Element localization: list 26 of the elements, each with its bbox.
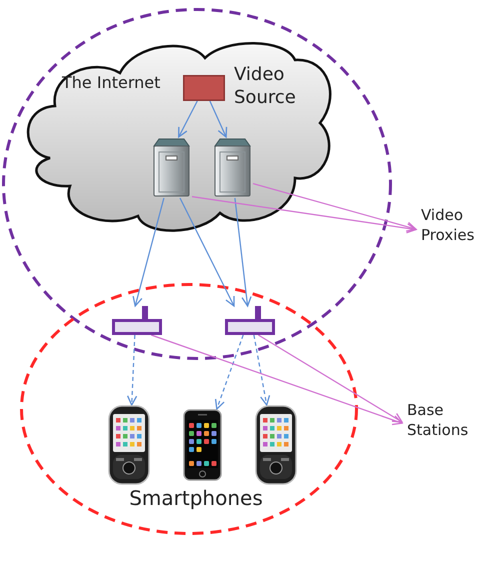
arrow bbox=[132, 198, 164, 307]
arrow bbox=[178, 100, 198, 138]
leader-line bbox=[151, 334, 403, 426]
server-icon bbox=[151, 137, 192, 198]
leader-line bbox=[252, 183, 417, 232]
callout-label: Base Stations bbox=[402, 401, 488, 440]
dashed-arrow bbox=[214, 334, 244, 410]
arrow bbox=[209, 100, 228, 138]
leader-line bbox=[192, 196, 417, 234]
server-icon bbox=[212, 137, 253, 198]
dashed-ellipse bbox=[2, 8, 392, 360]
dashed-arrow bbox=[126, 334, 138, 406]
arrow bbox=[179, 198, 235, 307]
base-station-icon bbox=[112, 306, 162, 335]
video-source-block bbox=[183, 75, 225, 101]
dashed-arrow bbox=[253, 334, 270, 406]
smartphone-icon bbox=[108, 405, 150, 485]
callout-label: Video Proxies bbox=[416, 206, 488, 245]
smartphone-icon bbox=[183, 409, 222, 481]
arrow bbox=[234, 198, 252, 307]
smartphone-icon bbox=[255, 405, 297, 485]
node-label: The Internet bbox=[62, 73, 160, 93]
base-station-icon bbox=[225, 306, 275, 335]
node-label: Smartphones bbox=[128, 486, 264, 511]
node-caption: Video Source bbox=[234, 64, 297, 109]
leader-line bbox=[258, 334, 403, 423]
